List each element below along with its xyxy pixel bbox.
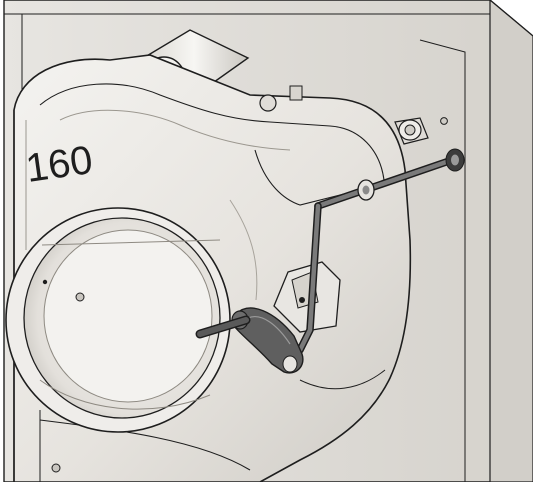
fan-opening [5, 207, 231, 433]
opening-screw [75, 292, 85, 302]
bracket-screw-lower [51, 463, 61, 473]
panel-screw-top [440, 117, 448, 125]
right-bolt [394, 117, 429, 145]
linkage-rod [296, 148, 465, 354]
part-number-label: 160 [23, 138, 95, 191]
lever-arm [195, 307, 304, 374]
mount-bolt-top [259, 94, 277, 112]
